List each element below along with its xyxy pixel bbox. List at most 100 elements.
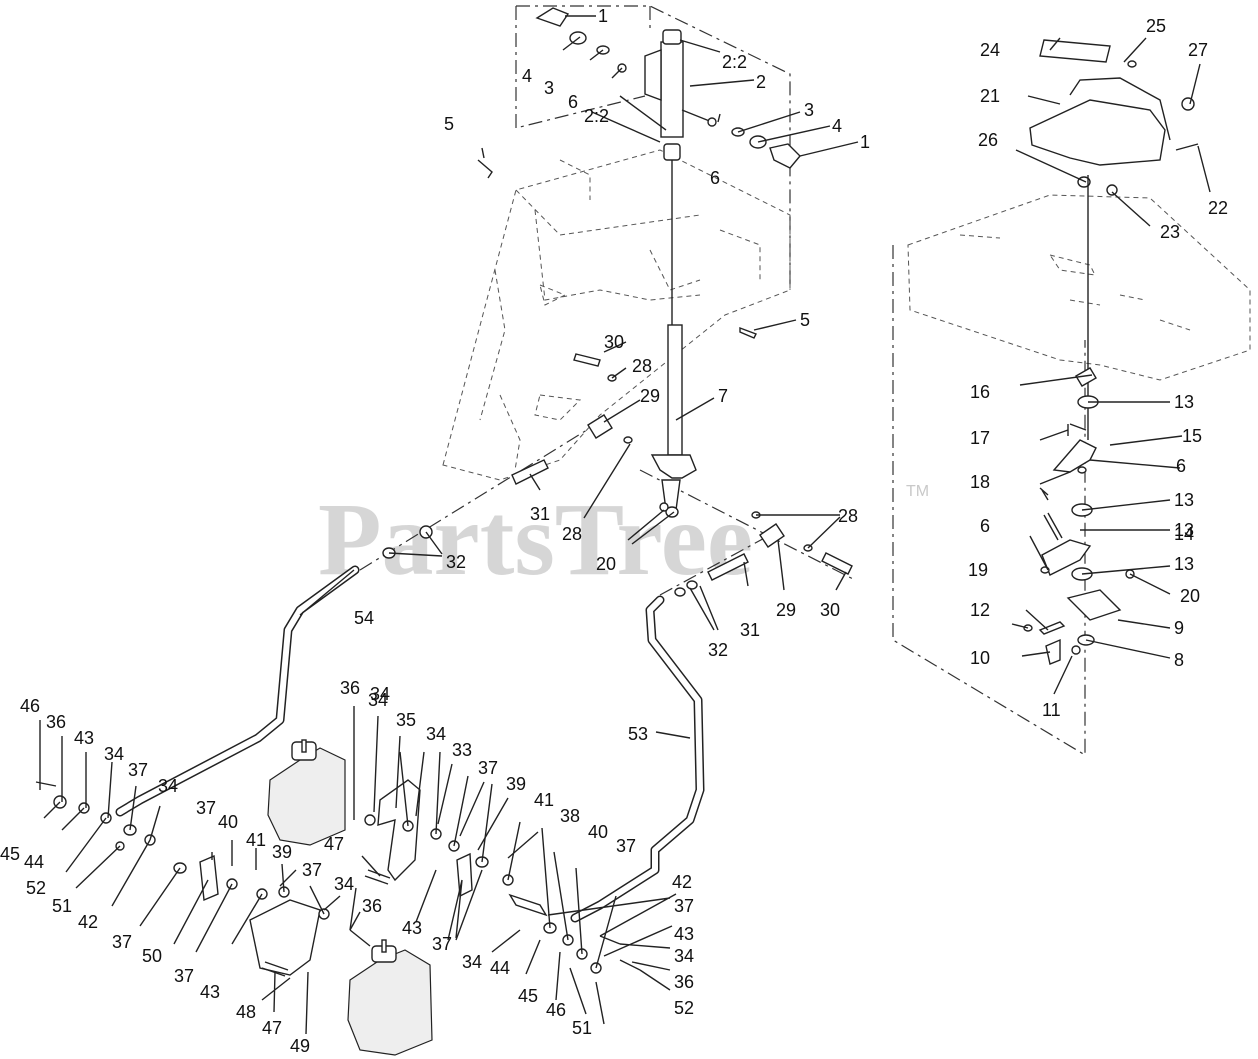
callout-label: 30 [604, 332, 624, 352]
callout-label: 25 [1146, 16, 1166, 36]
callout-label: 47 [324, 834, 344, 854]
tower-frame [442, 149, 791, 481]
callout-label: 34 [104, 744, 124, 764]
callout-label: 20 [1180, 586, 1200, 606]
callout-label: 13 [1174, 554, 1194, 574]
callout-label: 18 [970, 472, 990, 492]
callout-label: 1 [598, 6, 608, 26]
callout-label: 34 [674, 946, 694, 966]
callout-label: 4 [522, 66, 532, 86]
callout-label: 24 [980, 40, 1000, 60]
callout-label: 37 [112, 932, 132, 952]
control-panel-boundary [892, 245, 1086, 757]
callout-label: 6 [980, 516, 990, 536]
callout-label: 8 [1174, 650, 1184, 670]
callout-label: 36 [674, 972, 694, 992]
callout-label: 47 [262, 1018, 282, 1038]
callout-labels: 1 1 2 2:2 2:2 3 3 4 4 5 5 6 6 6 6 7 8 9 … [0, 6, 1228, 1056]
callout-label: 49 [290, 1036, 310, 1056]
callout-label: 43 [674, 924, 694, 944]
callout-label: 45 [518, 986, 538, 1006]
callout-label: 13 [1174, 520, 1194, 540]
callout-label: 54 [354, 608, 374, 628]
callout-label: 19 [968, 560, 988, 580]
callout-label: 31 [530, 504, 550, 524]
callout-label: 10 [970, 648, 990, 668]
callout-label: 4 [832, 116, 842, 136]
callout-label: 2 [756, 72, 766, 92]
callout-label: 28 [632, 356, 652, 376]
callout-label: 21 [980, 86, 1000, 106]
steering-column-boundary [515, 5, 791, 290]
right-linkage-hardware [674, 511, 853, 597]
callout-label: 36 [46, 712, 66, 732]
callout-label: 23 [1160, 222, 1180, 242]
leader-lines [39, 15, 1211, 1035]
callout-label: 34 [426, 724, 446, 744]
callout-label: 40 [218, 812, 238, 832]
callout-label: 37 [302, 860, 322, 880]
callout-label: 33 [452, 740, 472, 760]
callout-label: 29 [776, 600, 796, 620]
callout-label: 30 [820, 600, 840, 620]
callout-label: 48 [236, 1002, 256, 1022]
callout-label: 11 [1042, 700, 1061, 720]
callout-label: 45 [0, 844, 20, 864]
callout-label: 20 [596, 554, 616, 574]
callout-label: 2:2 [584, 106, 609, 126]
callout-label: 43 [402, 918, 422, 938]
callout-label: 32 [708, 640, 728, 660]
callout-label: 15 [1182, 426, 1202, 446]
callout-label: 28 [838, 506, 858, 526]
callout-label: 36 [340, 678, 360, 698]
callout-label: 37 [616, 836, 636, 856]
callout-label: 40 [588, 822, 608, 842]
callout-label: 6 [710, 168, 720, 188]
watermark-trademark: TM [906, 483, 929, 500]
callout-label: 12 [970, 600, 990, 620]
callout-label: 41 [246, 830, 266, 850]
callout-label: 44 [490, 958, 510, 978]
callout-label: 39 [506, 774, 526, 794]
callout-label: 44 [24, 852, 44, 872]
callout-label: 38 [560, 806, 580, 826]
callout-label: 46 [546, 1000, 566, 1020]
callout-label: 3 [804, 100, 814, 120]
callout-label: 51 [572, 1018, 592, 1038]
callout-label: 37 [128, 760, 148, 780]
callout-label: 37 [432, 934, 452, 954]
callout-label: 37 [196, 798, 216, 818]
callout-label: 5 [800, 310, 810, 330]
pump-brackets [199, 779, 473, 977]
control-panel [907, 39, 1251, 665]
callout-label: 53 [628, 724, 648, 744]
callout-label: 52 [674, 998, 694, 1018]
callout-label: 13 [1174, 490, 1194, 510]
callout-label: 41 [534, 790, 554, 810]
callout-label: 34 [462, 952, 482, 972]
callout-label: 34 [158, 776, 178, 796]
callout-label: 27 [1188, 40, 1208, 60]
callout-label: 28 [562, 524, 582, 544]
callout-label: 52 [26, 878, 46, 898]
callout-label: 36 [362, 896, 382, 916]
callout-label: 51 [52, 896, 72, 916]
callout-label: 7 [718, 386, 728, 406]
callout-label: 35 [396, 710, 416, 730]
callout-label: 34 [334, 874, 354, 894]
hydraulic-pumps [267, 739, 433, 1056]
callout-label: 37 [174, 966, 194, 986]
callout-label: 9 [1174, 618, 1184, 638]
callout-label: 50 [142, 946, 162, 966]
callout-label: 3 [544, 78, 554, 98]
control-rods [115, 565, 705, 923]
callout-label: 22 [1208, 198, 1228, 218]
callout-label: 14 [1174, 524, 1194, 544]
callout-label: 2:2 [722, 52, 747, 72]
callout-label: 6 [568, 92, 578, 112]
callout-label: 46 [20, 696, 40, 716]
callout-label: 43 [74, 728, 94, 748]
callout-label: 39 [272, 842, 292, 862]
callout-label: 26 [978, 130, 998, 150]
